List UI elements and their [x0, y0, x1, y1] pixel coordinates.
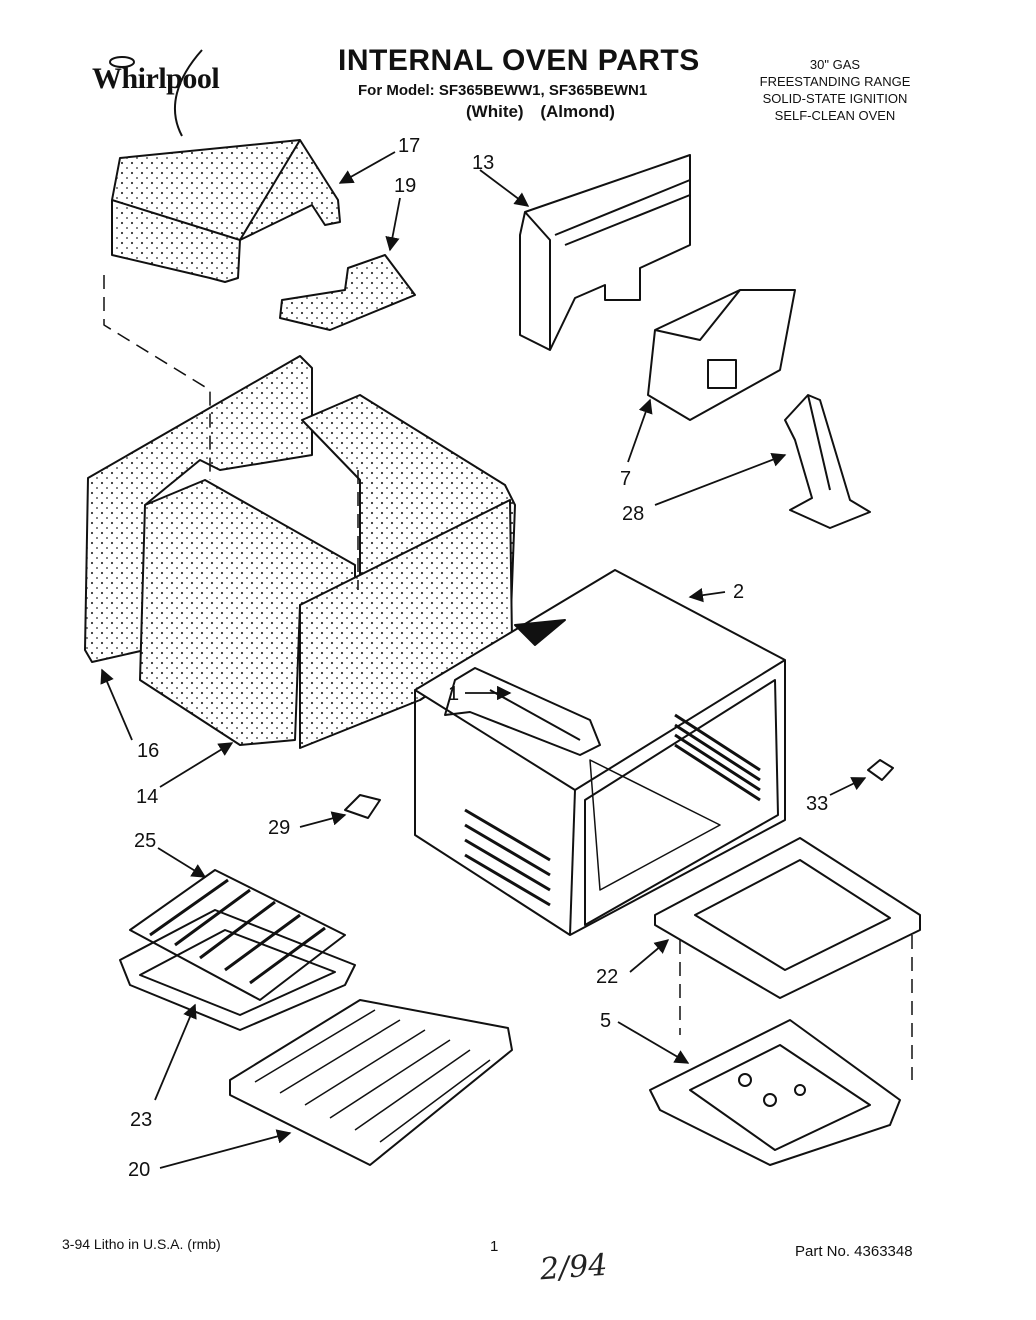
part-number: Part No. 4363348 — [795, 1243, 913, 1260]
brand-name: Whirlpool — [92, 62, 220, 95]
callout-17: 17 — [398, 135, 420, 157]
desc-line-2: FREESTANDING RANGE — [759, 74, 911, 89]
part-28-bracket — [784, 394, 871, 529]
part-19-insulation-pad — [279, 254, 416, 331]
desc-line-4: SELF-CLEAN OVEN — [774, 108, 896, 123]
part-22-bottom-panel — [654, 837, 921, 999]
part-23-broiler-pan — [119, 909, 356, 1031]
callout-14: 14 — [136, 786, 158, 808]
callout-23: 23 — [130, 1109, 152, 1131]
model-line: For Model: SF365BEWW1, SF365BEWN1 — [358, 82, 648, 99]
assembly-guide-lines — [103, 275, 913, 1080]
part-17-top-insulation — [111, 139, 341, 283]
part-25-broiler-grid — [129, 869, 346, 1001]
part-29-clip — [344, 794, 381, 819]
page-number: 1 — [490, 1238, 499, 1255]
callout-22: 22 — [596, 966, 618, 988]
part-7-baffle — [647, 289, 796, 421]
page-title: INTERNAL OVEN PARTS — [338, 44, 700, 77]
part-13-vent-duct — [519, 154, 691, 351]
part-5-burner-box — [649, 1019, 901, 1166]
callout-2: 2 — [733, 581, 744, 603]
color-white: (White) — [466, 102, 524, 121]
callout-33: 33 — [806, 793, 828, 815]
callout-29: 29 — [268, 817, 290, 839]
callout-16: 16 — [137, 740, 159, 762]
callout-7: 7 — [620, 468, 631, 490]
color-variants: (White) (Almond) — [466, 102, 615, 122]
callout-20: 20 — [128, 1159, 150, 1181]
callout-19: 19 — [394, 175, 416, 197]
callout-28: 28 — [622, 503, 644, 525]
desc-line-1: 30" GAS — [809, 57, 861, 72]
whirlpool-logo — [109, 49, 203, 137]
product-description: 30" GAS FREESTANDING RANGE SOLID-STATE I… — [746, 56, 924, 124]
leader-arrows — [100, 151, 867, 1169]
handwritten-date: 2/94 — [538, 1247, 609, 1288]
desc-line-3: SOLID-STATE IGNITION — [762, 91, 908, 106]
part-2-oven-cavity — [414, 569, 786, 936]
callout-13: 13 — [472, 152, 494, 174]
part-33-clip — [867, 759, 894, 781]
color-almond: (Almond) — [540, 102, 615, 121]
part-14-wrap-insulation — [139, 479, 513, 749]
callout-5: 5 — [600, 1010, 611, 1032]
callout-1: 1 — [448, 683, 459, 705]
print-info: 3-94 Litho in U.S.A. (rmb) — [62, 1236, 221, 1252]
callout-25: 25 — [134, 830, 156, 852]
part-20-oven-rack — [229, 999, 513, 1166]
